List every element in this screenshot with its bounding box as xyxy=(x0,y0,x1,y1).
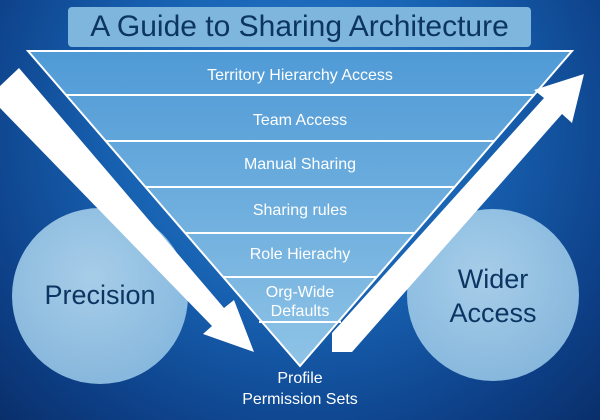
wider-label: Wider xyxy=(457,264,529,294)
level-territory-hierarchy-access: Territory Hierarchy Access xyxy=(207,67,393,84)
level-sharing-rules: Sharing rules xyxy=(252,202,348,219)
wider-access-arrow xyxy=(332,74,584,352)
level-org-wide-defaults: Org-Wide Defaults xyxy=(265,284,335,320)
title-box xyxy=(68,7,531,47)
level-role-hierarchy: Role Hierachy xyxy=(249,246,351,263)
wider-access-circle xyxy=(407,209,579,381)
level-manual-sharing: Manual Sharing xyxy=(243,156,357,173)
wider-access-label: Wider Access xyxy=(407,262,579,330)
funnel-triangle xyxy=(25,50,575,368)
level-team-access: Team Access xyxy=(252,112,348,129)
permission-sets-label: Permission Sets xyxy=(242,391,358,408)
profile-permission-sets-label: Profile Permission Sets xyxy=(200,368,400,410)
precision-arrow xyxy=(0,68,254,352)
access-label: Access xyxy=(449,298,537,328)
funnel-separators xyxy=(66,94,534,323)
precision-label: Precision xyxy=(44,280,156,310)
profile-label: Profile xyxy=(277,370,323,387)
page-title: A Guide to Sharing Architecture xyxy=(90,10,509,43)
